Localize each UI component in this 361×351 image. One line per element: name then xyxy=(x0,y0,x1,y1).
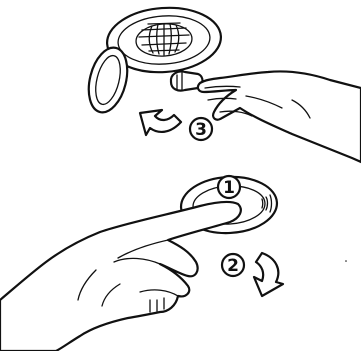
step-1-number: 1 xyxy=(223,178,235,198)
step-2-badge: 2 xyxy=(222,254,244,276)
step-3-badge: 3 xyxy=(190,118,212,140)
step-2-number: 2 xyxy=(227,256,239,276)
rotate-arrow-3 xyxy=(140,110,181,135)
stray-dot xyxy=(345,260,347,262)
step-3-number: 3 xyxy=(195,120,207,140)
hand-bottom xyxy=(0,202,241,351)
step-1-badge: 1 xyxy=(218,176,240,198)
rotate-arrow-2 xyxy=(254,253,283,296)
hand-top xyxy=(198,71,361,162)
